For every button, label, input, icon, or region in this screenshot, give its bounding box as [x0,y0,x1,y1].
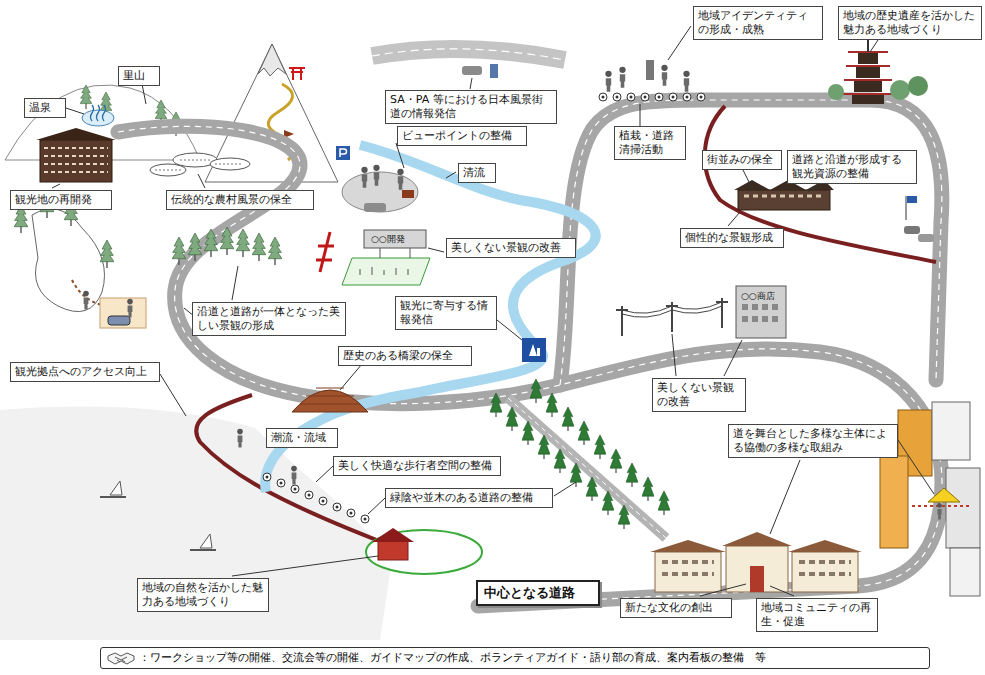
callout-text: 温泉 [29,101,61,115]
callout-text: 観光拠点へのアクセス向上 [15,365,155,379]
callout-box: 里山 [118,66,160,86]
callout-text: 植栽・道路清掃活動 [619,129,681,157]
callout-text: 美しく快適な歩行者空間の整備 [338,459,496,473]
callout-text: 沿道と道路が一体となった美しい景観の形成 [197,305,341,333]
callout-text: 中心となる道路 [484,585,592,601]
callout-text: 地域アイデンティティの形成・成熟 [698,9,818,37]
callout-text: 伝統的な農村風景の保全 [171,193,309,207]
callout-text: 美しくない景観の改善 [657,381,741,409]
callout-box: 美しく快適な歩行者空間の整備 [333,456,501,476]
callout-text: 地域の歴史遺産を活かした魅力ある地域づくり [843,9,977,37]
callout-box: 地域の歴史遺産を活かした魅力ある地域づくり [838,6,982,40]
callout-text: 道を舞台とした多様な主体による協働の多様な取組み [733,427,893,455]
callout-text: 地域コミュニティの再生・促進 [761,601,873,629]
sign-text: ○○商店 [741,290,775,303]
callout-box: 道を舞台とした多様な主体による協働の多様な取組み [728,424,898,458]
callout-box: 美しくない景観の改善 [446,238,576,258]
handshake-icon [107,650,135,666]
callout-box: SA・PA 等における日本風景街道の情報発信 [385,90,557,124]
callout-box: 温泉 [24,98,66,118]
main-road-box: 中心となる道路 [476,580,600,606]
callout-box: 伝統的な農村風景の保全 [166,190,314,210]
callout-text: 歴史のある橋梁の保全 [343,349,467,363]
callout-box: 地域アイデンティティの形成・成熟 [693,6,823,40]
callout-box: 観光拠点へのアクセス向上 [10,362,160,382]
callout-text: 観光に寄与する情報発信 [400,299,492,327]
callout-text: SA・PA 等における日本風景街道の情報発信 [390,93,552,121]
callout-text: 美しくない景観の改善 [451,241,571,255]
callout-text: 緑陰や並木のある道路の整備 [390,491,548,505]
callout-box: 観光に寄与する情報発信 [395,296,497,330]
callout-box: 街並みの保全 [702,150,782,170]
callout-box: 沿道と道路が一体となった美しい景観の形成 [192,302,346,336]
callout-box: 植栽・道路清掃活動 [614,126,686,160]
callout-box: 緑陰や並木のある道路の整備 [385,488,553,508]
callout-text: 清流 [463,166,491,180]
callout-box: 潮流・流域 [266,428,338,448]
callout-box: 地域の自然を活かした魅力ある地域づくり [137,578,269,612]
callout-box: 美しくない景観の改善 [652,378,746,412]
callout-box: 地域コミュニティの再生・促進 [756,598,878,632]
callout-box: 道路と沿道が形成する観光資源の整備 [787,150,917,184]
legend-box: ：ワークショップ等の開催、交流会等の開催、ガイドマップの作成、ボランティアガイド… [100,647,930,669]
callout-text: 街並みの保全 [707,153,777,167]
callout-box: 観光地の再開発 [10,190,112,210]
sign-text: ○○開発 [371,233,405,246]
callout-text: 道路と沿道が形成する観光資源の整備 [792,153,912,181]
callout-box: 個性的な景観形成 [680,228,784,248]
callout-box: 清流 [458,163,496,183]
legend-text: ：ワークショップ等の開催、交流会等の開催、ガイドマップの作成、ボランティアガイド… [139,651,766,665]
callout-text: ビューポイントの整備 [402,129,522,143]
callout-text: 個性的な景観形成 [685,231,779,245]
callout-text: 地域の自然を活かした魅力ある地域づくり [142,581,264,609]
callout-text: 新たな文化の創出 [625,601,727,615]
callout-text: 里山 [123,69,155,83]
callout-text: 観光地の再開発 [15,193,107,207]
callout-box: ビューポイントの整備 [397,126,527,146]
callout-box: 新たな文化の創出 [620,598,732,618]
callout-text: 潮流・流域 [271,431,333,445]
callout-box: 歴史のある橋梁の保全 [338,346,472,366]
